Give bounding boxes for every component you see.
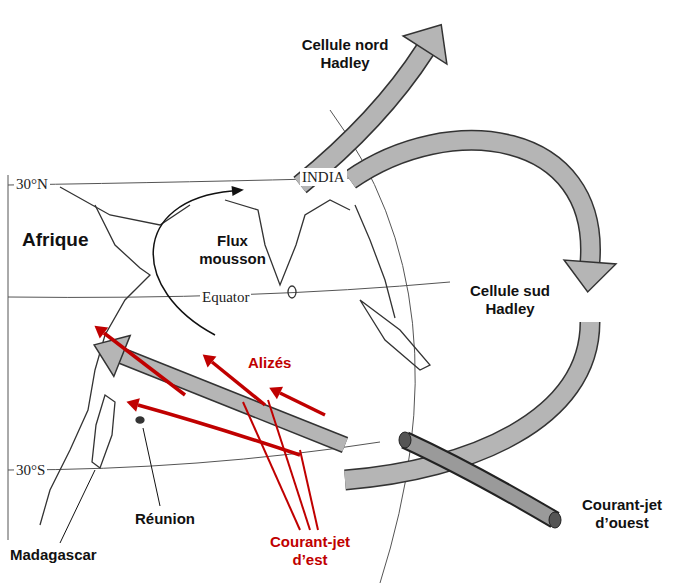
monsoon-arrowhead (232, 186, 244, 196)
map-label: Madagascar (10, 546, 97, 564)
map-label: 30°S (14, 461, 47, 479)
map-frame (8, 175, 9, 540)
circulation-band (345, 322, 590, 480)
leader-line (300, 450, 318, 530)
map-label: Réunion (135, 510, 195, 528)
map-label: INDIA (300, 168, 347, 186)
trade-wind-arrowhead (126, 398, 139, 411)
madagascar-island (92, 395, 115, 468)
map-label: Flux mousson (190, 232, 275, 268)
band-arrowhead (94, 336, 130, 377)
latitude-30s (8, 442, 380, 470)
map-label: Equator (200, 288, 251, 306)
map-label: Courant-jet d’est (255, 533, 365, 569)
circulation-band (350, 140, 590, 262)
trade-wind-arrow (104, 333, 185, 395)
sri-lanka (288, 286, 296, 298)
trade-wind-arrowhead (94, 326, 108, 339)
map-label: Cellule sud Hadley (450, 282, 570, 318)
map-label: 30°N (14, 175, 50, 193)
map-label: Courant-jet d’ouest (562, 496, 682, 532)
band-arrowhead (564, 260, 616, 292)
jet-tube-end (549, 512, 561, 528)
arabia-coast (60, 187, 190, 225)
map-label: Afrique (22, 229, 89, 252)
map-label: Alizés (248, 354, 291, 372)
leader-line (143, 428, 160, 506)
band-arrowhead (403, 25, 447, 64)
reunion-island (136, 417, 144, 423)
jet-tube (405, 440, 555, 520)
trade-wind-arrow (280, 393, 325, 415)
trade-wind-arrowhead (269, 387, 283, 400)
jet-tube (405, 440, 555, 520)
circulation-band (350, 140, 590, 262)
leader-line (60, 470, 95, 543)
sumatra-island (360, 300, 430, 370)
trade-wind-arrowhead (203, 354, 217, 367)
circulation-band (345, 322, 590, 480)
leader-line (243, 402, 300, 530)
trade-wind-arrow (138, 405, 300, 455)
jet-tube-end (399, 432, 411, 448)
map-label: Cellule nord Hadley (290, 36, 400, 72)
